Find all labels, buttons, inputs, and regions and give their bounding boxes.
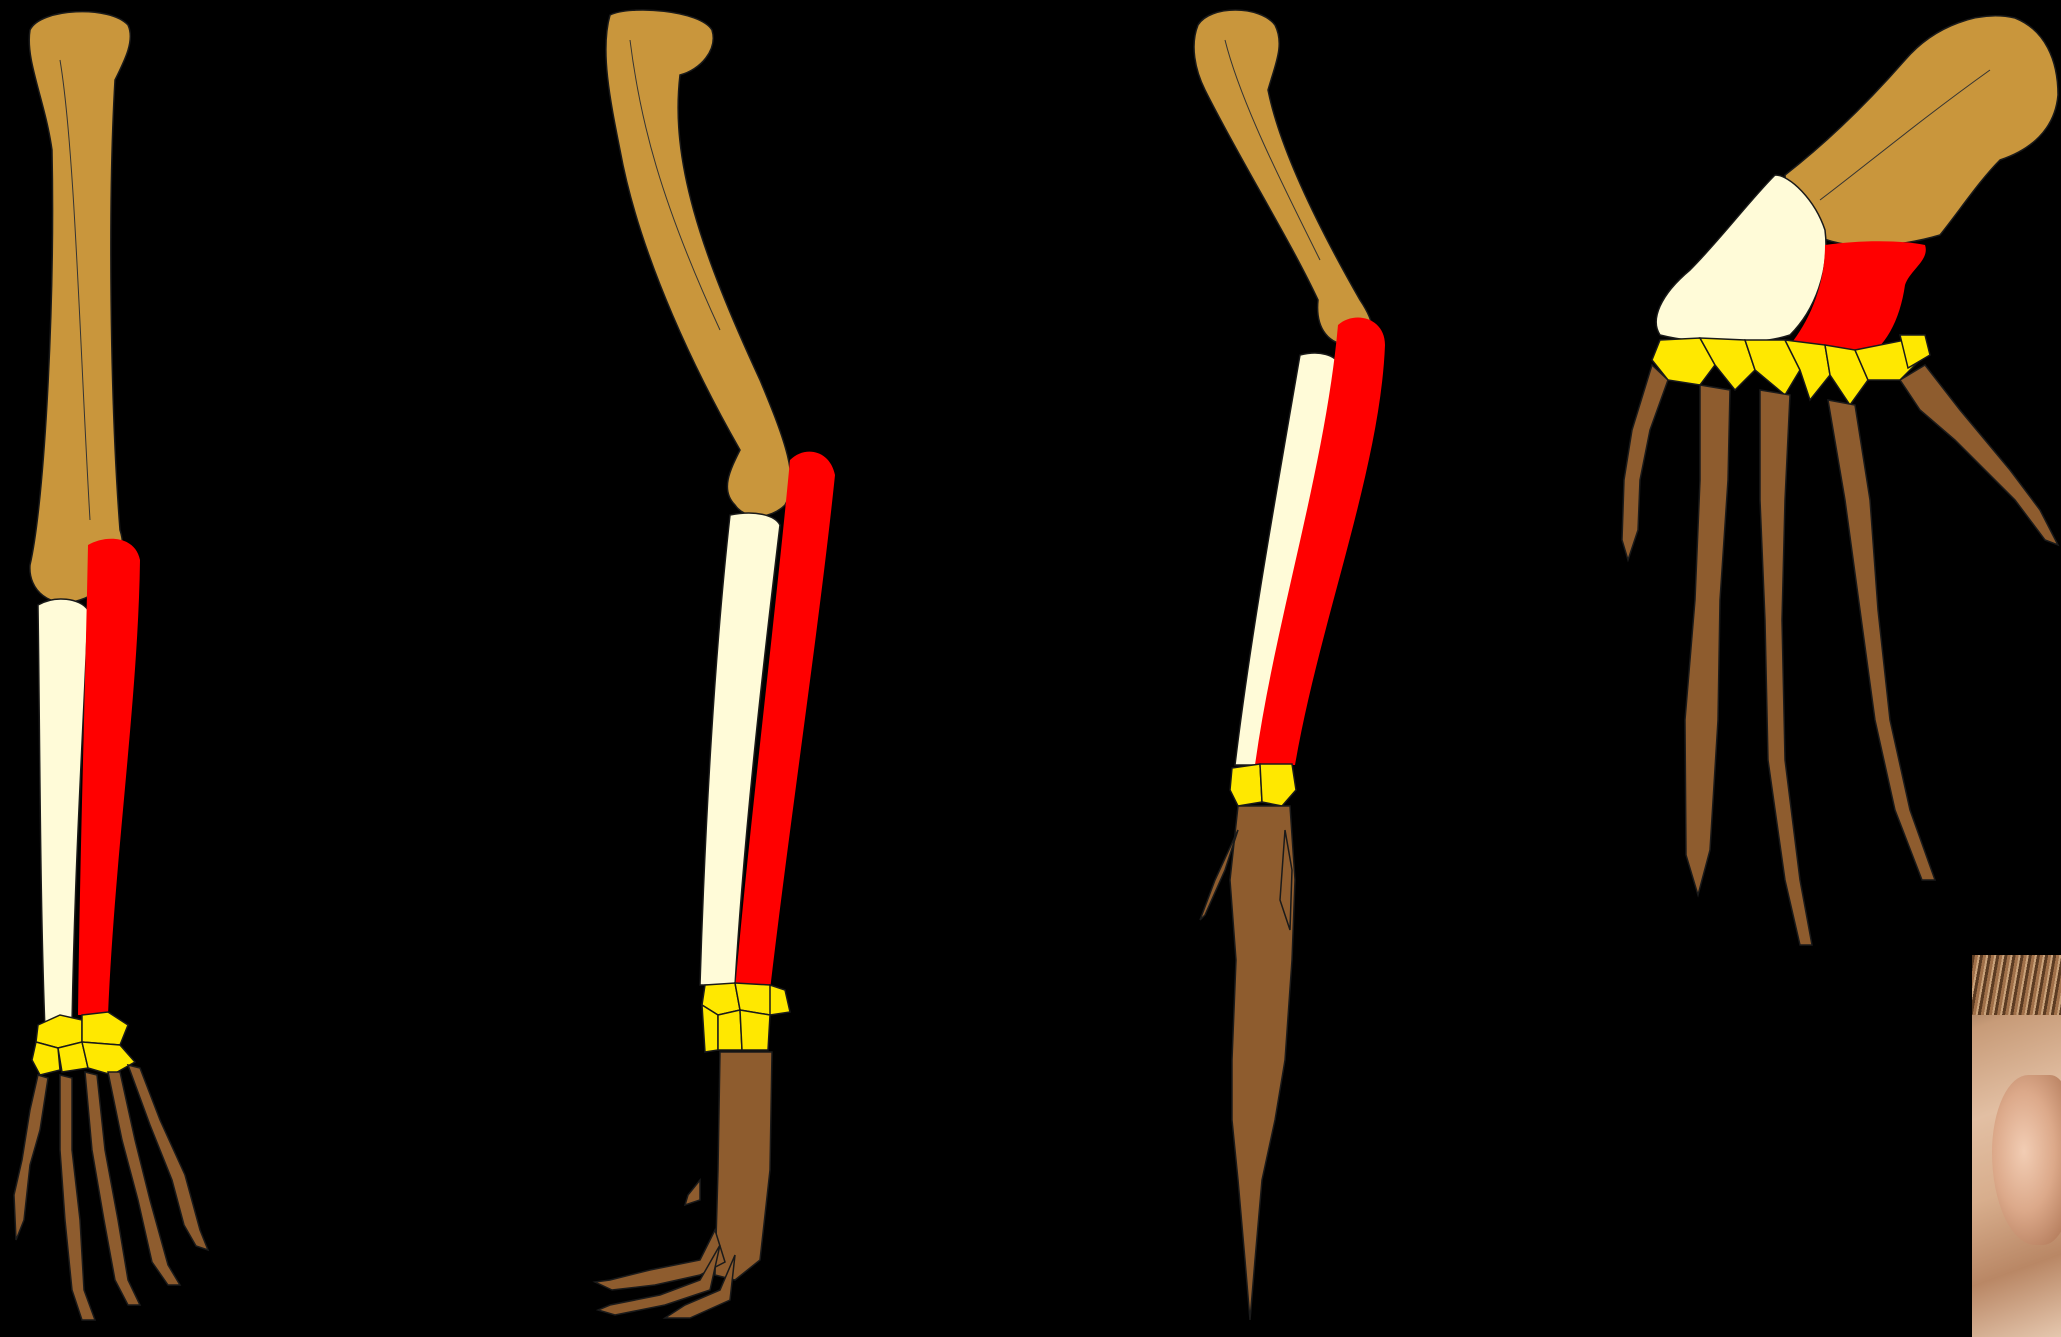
ear-shape xyxy=(1992,1075,2061,1245)
hair-texture xyxy=(1972,955,2061,1015)
limb-3-carpals xyxy=(1230,764,1296,806)
ear-photo-icon xyxy=(1972,955,2061,1337)
limb-1-carpals xyxy=(32,1012,135,1075)
